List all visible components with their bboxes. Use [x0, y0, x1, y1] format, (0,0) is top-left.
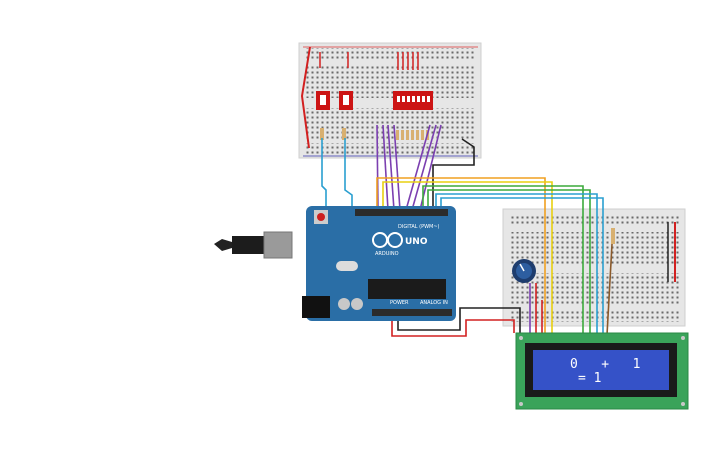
power-header-label: POWER	[390, 300, 409, 306]
lcd-line-1: 0 + 1	[570, 357, 640, 372]
board-logo: UNO	[405, 237, 428, 247]
digital-header-label: DIGITAL (PWM~)	[398, 224, 440, 230]
lcd-display[interactable]: 0 + 1 = 1	[515, 332, 689, 410]
potentiometer-icon[interactable]	[512, 259, 536, 283]
board-brand: ARDUINO	[375, 251, 399, 257]
usb-cable-icon	[214, 231, 293, 259]
arduino-board[interactable]: UNO ARDUINO DIGITAL (PWM~) POWER ANALOG …	[214, 206, 456, 321]
push-button-1[interactable]	[316, 91, 330, 110]
analog-header-label: ANALOG IN	[420, 300, 448, 306]
dip-switch-icon[interactable]	[393, 91, 433, 110]
lcd-line-2: = 1	[578, 371, 601, 386]
push-button-2[interactable]	[339, 91, 353, 110]
right-breadboard[interactable]	[502, 208, 686, 327]
top-breadboard[interactable]	[298, 42, 482, 159]
wires	[321, 124, 613, 337]
